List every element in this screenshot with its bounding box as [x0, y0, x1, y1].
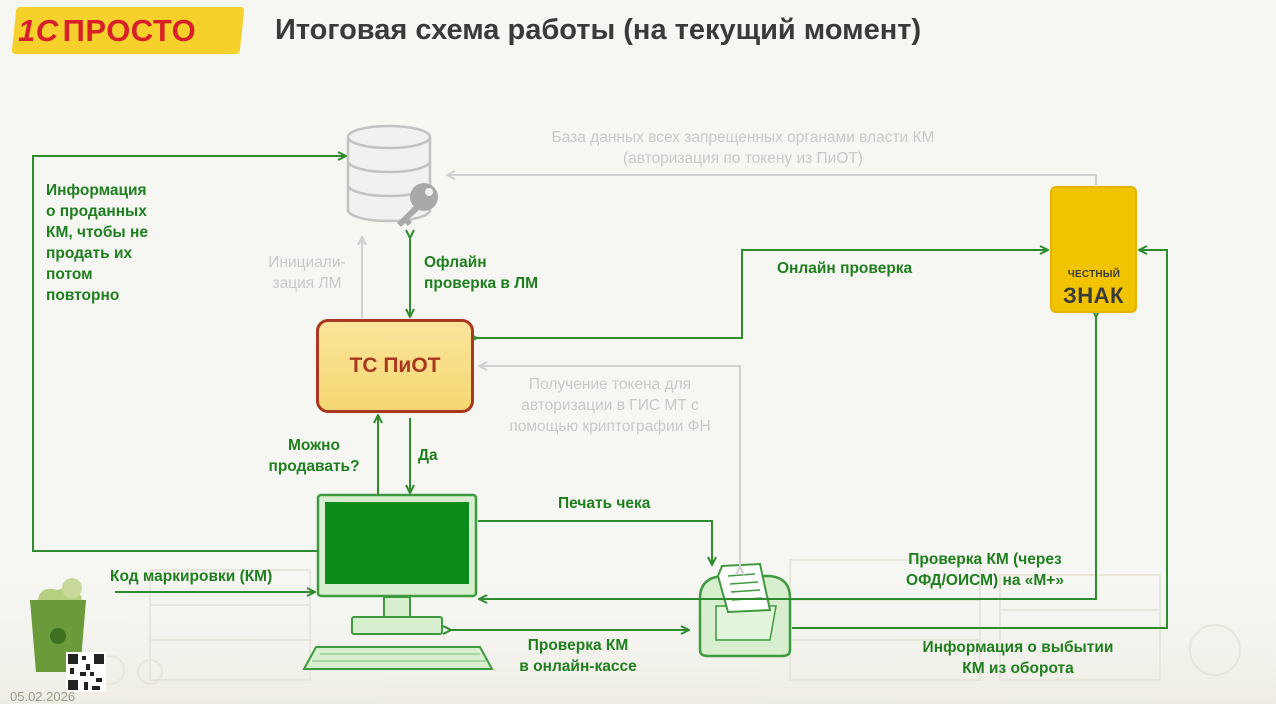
- gray-arrows: [362, 175, 1097, 568]
- token-caption: Получение токена для авторизации в ГИС М…: [509, 376, 711, 435]
- chestny-znak-node: [1050, 186, 1137, 313]
- receipt-printer-icon: [698, 562, 792, 658]
- db-caption: База данных всех запрещенных органами вл…: [551, 129, 935, 167]
- sold-info-label: Информация о проданных КМ, чтобы не прод…: [46, 182, 148, 304]
- qr-code-icon: [66, 652, 106, 692]
- logo-text: ПРОСТО: [62, 13, 197, 48]
- green-arrows: [32, 156, 1168, 630]
- disposal-info-label: Информация о выбытии КМ из оборота: [922, 639, 1114, 677]
- database-icon: [346, 124, 432, 223]
- tspiot-node: ТС ПиОТ: [316, 319, 474, 413]
- arrow-km-check-ofd: [480, 316, 1096, 599]
- can-sell-label: Можно продавать?: [268, 437, 360, 475]
- key-icon: [397, 183, 438, 227]
- arrow-sold-info: [32, 156, 345, 552]
- km-check-ofd-label: Проверка КМ (через ОФД/ОИСМ) на «М+»: [906, 551, 1064, 589]
- km-check-cashbox-label: Проверка КМ в онлайн-кассе: [519, 637, 637, 675]
- logo-prefix: 1С: [18, 13, 59, 48]
- arrow-disposal-info: [792, 250, 1168, 629]
- chestny-znak-big-label: ЗНАК: [1063, 283, 1124, 308]
- tspiot-label: ТС ПиОТ: [349, 354, 441, 377]
- chestny-znak-small-label: ЧЕСТНЫЙ: [1067, 269, 1121, 280]
- online-check-label: Онлайн проверка: [777, 260, 913, 277]
- print-receipt-label: Печать чека: [558, 495, 651, 512]
- arrow-token: [480, 366, 740, 568]
- offline-check-label: Офлайн проверка в ЛМ: [424, 254, 539, 292]
- page-title: Итоговая схема работы (на текущий момент…: [275, 14, 922, 46]
- logo: 1С ПРОСТО: [18, 13, 238, 48]
- keyboard-icon: [302, 646, 494, 670]
- date-stamp: 05.02.2026: [10, 689, 76, 704]
- marking-code-label: Код маркировки (КМ): [110, 568, 273, 585]
- initialization-label: Инициали- зация ЛМ: [268, 254, 346, 292]
- arrow-db-caption: [448, 175, 1097, 185]
- yes-label: Да: [418, 447, 438, 464]
- computer-monitor-icon: [316, 493, 478, 635]
